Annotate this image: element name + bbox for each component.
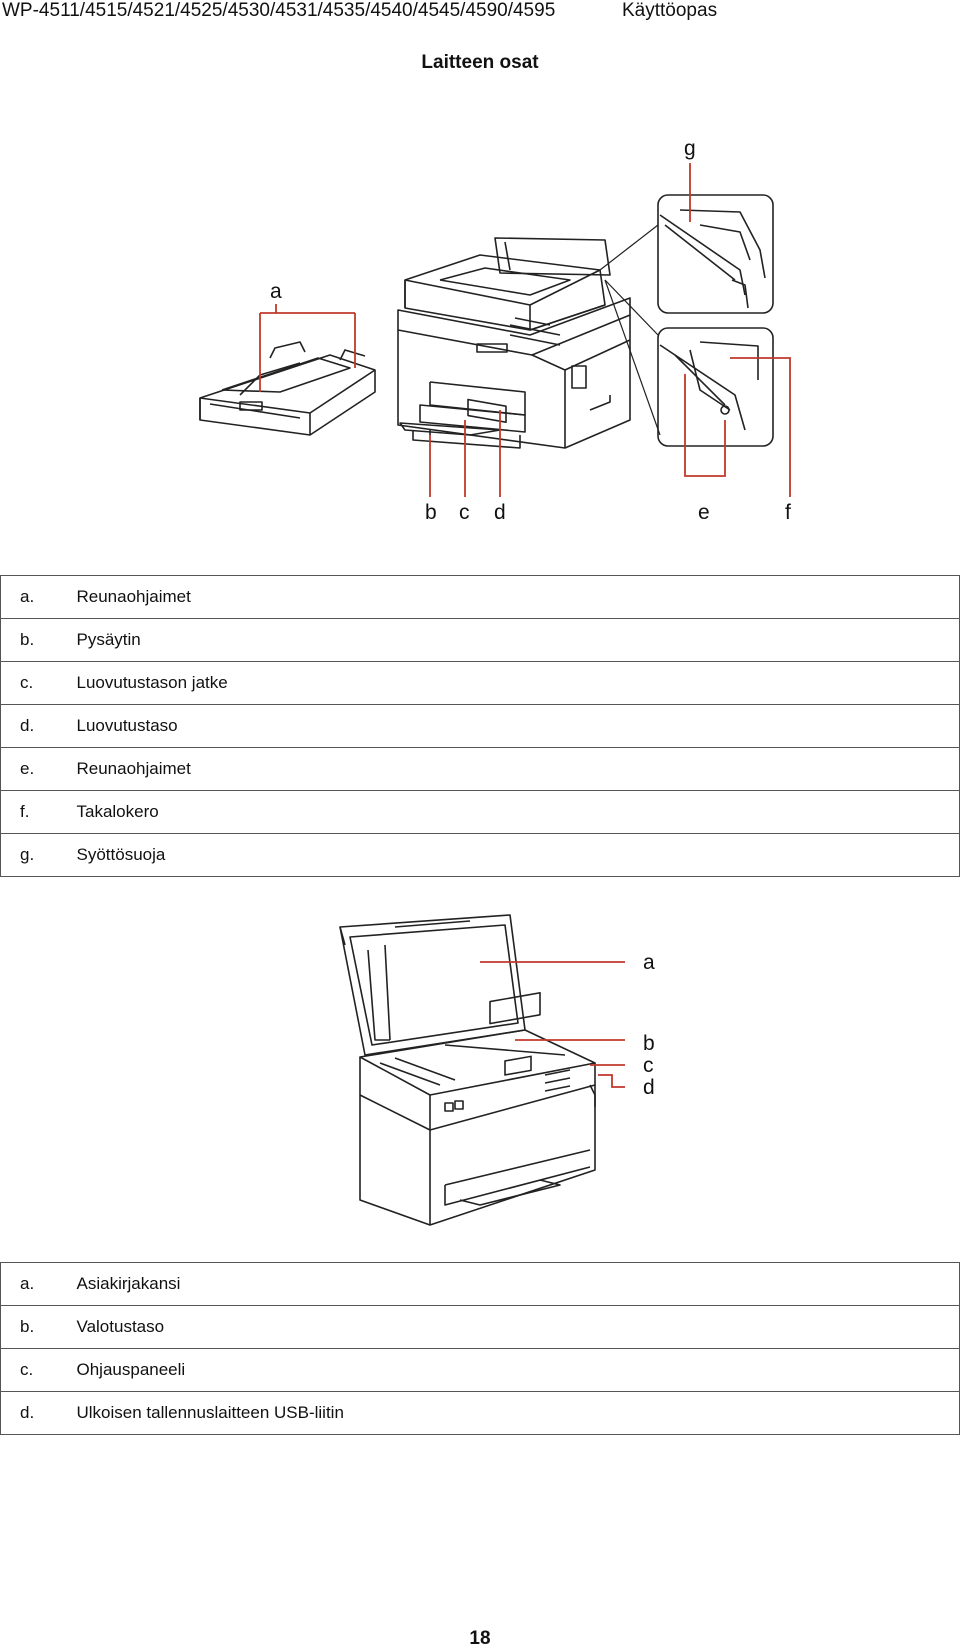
- row-letter: c.: [0, 1348, 77, 1392]
- model-list: WP-4511/4515/4521/4525/4530/4531/4535/45…: [2, 0, 556, 21]
- section-title: Laitteen osat: [421, 52, 539, 73]
- table-row: e. Reunaohjaimet: [0, 747, 960, 791]
- callout-b: b: [425, 501, 437, 524]
- row-letter: b.: [0, 1305, 77, 1349]
- callout-a: a: [270, 280, 282, 303]
- row-letter: g.: [0, 833, 77, 877]
- table-row: c. Luovutustason jatke: [0, 661, 960, 705]
- row-letter: a.: [0, 1262, 77, 1306]
- callout-g: g: [684, 137, 696, 160]
- row-name: Asiakirjakansi: [76, 1262, 960, 1306]
- row-name: Ulkoisen tallennuslaitteen USB-liitin: [76, 1391, 960, 1435]
- row-letter: b.: [0, 618, 77, 662]
- scanner-open-figure: a b c d: [0, 905, 960, 1235]
- row-name: Ohjauspaneeli: [76, 1348, 960, 1392]
- printer-body-2-drawing: [359, 991, 596, 1226]
- printer-front-illustration: a b c d e f g: [199, 137, 791, 524]
- row-name: Luovutustason jatke: [76, 661, 960, 705]
- page-header: WP-4511/4515/4521/4525/4530/4531/4535/45…: [0, 0, 960, 26]
- table-row: c. Ohjauspaneeli: [0, 1348, 960, 1392]
- row-name: Reunaohjaimet: [76, 747, 960, 791]
- paper-cassette-drawing: [199, 341, 376, 436]
- table-row: g. Syöttösuoja: [0, 833, 960, 877]
- scanner-open-illustration: a b c d: [339, 914, 655, 1226]
- row-name: Valotustaso: [76, 1305, 960, 1349]
- parts-table-1: a. Reunaohjaimet b. Pysäytin c. Luovutus…: [0, 575, 960, 877]
- printer-front-figure: a b c d e f g: [0, 130, 960, 550]
- callout-b-2: b: [643, 1032, 655, 1055]
- rear-tray-inset-bottom: [657, 327, 774, 447]
- table-row: a. Reunaohjaimet: [0, 575, 960, 619]
- table-row: d. Luovutustaso: [0, 704, 960, 748]
- row-name: Luovutustaso: [76, 704, 960, 748]
- table-row: f. Takalokero: [0, 790, 960, 834]
- row-letter: d.: [0, 704, 77, 748]
- page-number: 18: [469, 1628, 491, 1649]
- table-row: d. Ulkoisen tallennuslaitteen USB-liitin: [0, 1391, 960, 1435]
- row-name: Pysäytin: [76, 618, 960, 662]
- rear-tray-inset-top: [657, 194, 774, 314]
- row-letter: e.: [0, 747, 77, 791]
- callout-a-2: a: [643, 951, 655, 974]
- row-name: Reunaohjaimet: [76, 575, 960, 619]
- row-letter: c.: [0, 661, 77, 705]
- table-row: b. Pysäytin: [0, 618, 960, 662]
- row-name: Takalokero: [76, 790, 960, 834]
- row-name: Syöttösuoja: [76, 833, 960, 877]
- guide-title: Käyttöopas: [622, 0, 718, 21]
- row-letter: d.: [0, 1391, 77, 1435]
- callout-f: f: [785, 501, 791, 524]
- table-row: b. Valotustaso: [0, 1305, 960, 1349]
- printer-body-drawing: [397, 237, 631, 449]
- row-letter: f.: [0, 790, 77, 834]
- callout-e: e: [698, 501, 710, 524]
- callout-c-2: c: [643, 1054, 654, 1077]
- callout-c: c: [459, 501, 470, 524]
- callout-d-2: d: [643, 1076, 655, 1099]
- callout-d: d: [494, 501, 506, 524]
- parts-table-2: a. Asiakirjakansi b. Valotustaso c. Ohja…: [0, 1262, 960, 1435]
- row-letter: a.: [0, 575, 77, 619]
- table-row: a. Asiakirjakansi: [0, 1262, 960, 1306]
